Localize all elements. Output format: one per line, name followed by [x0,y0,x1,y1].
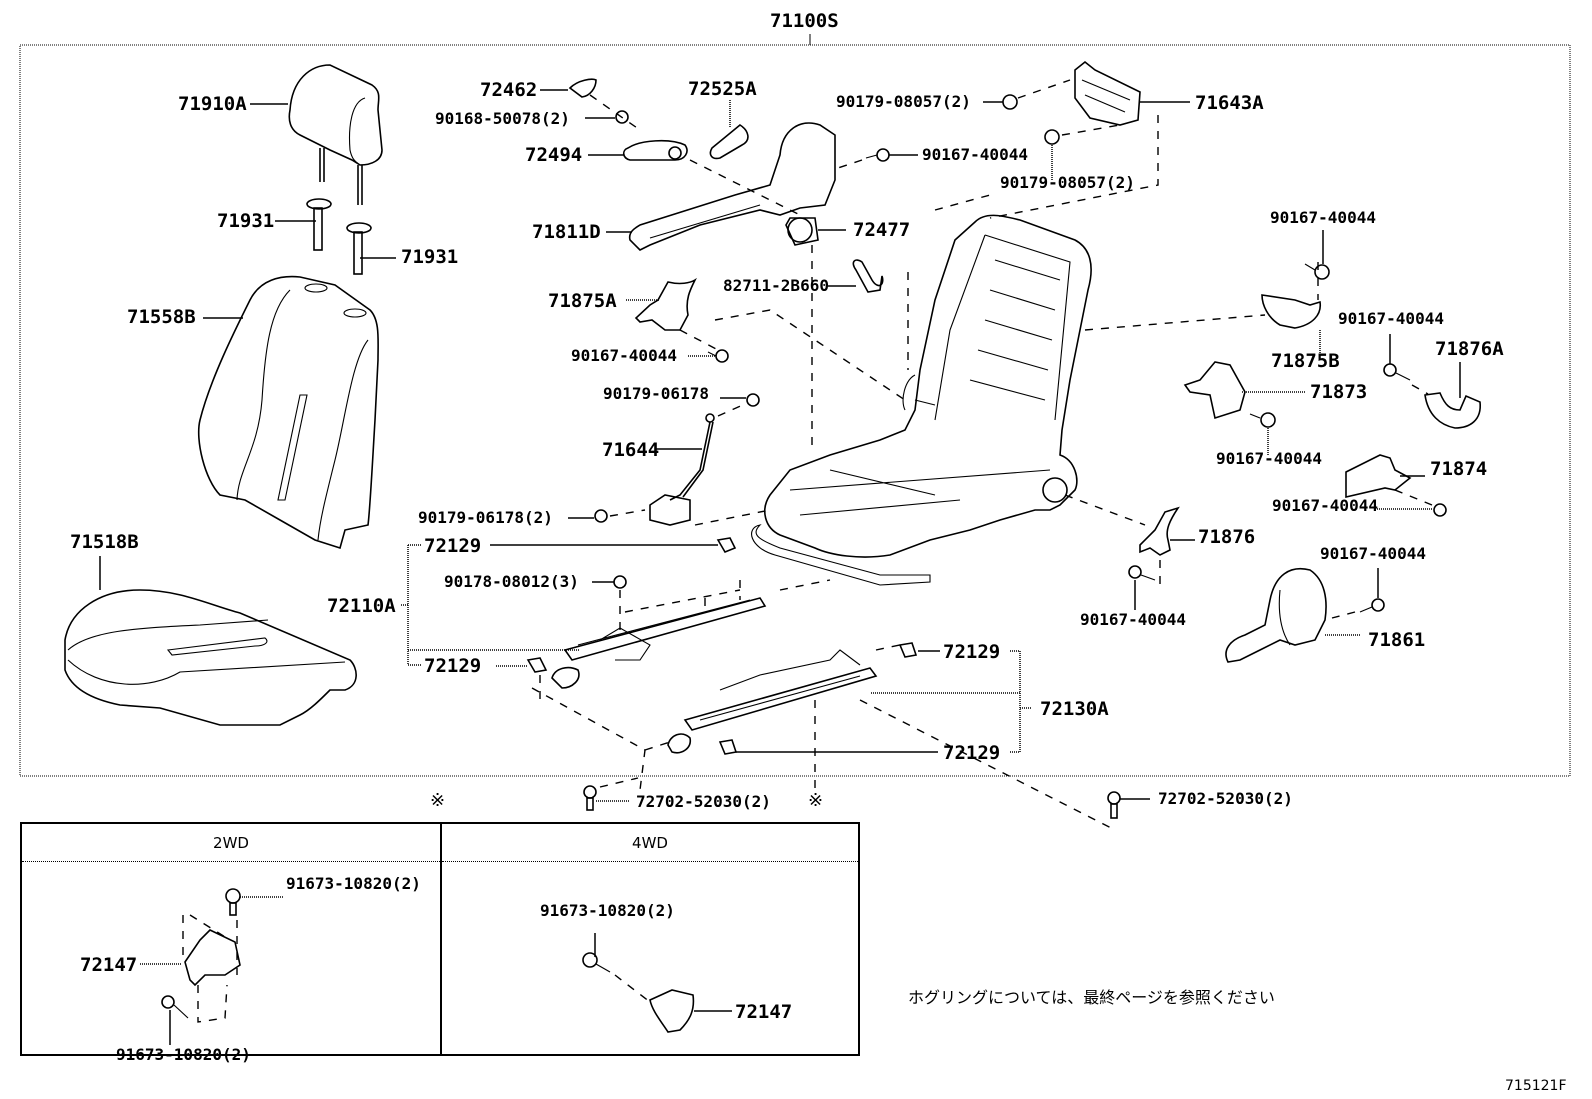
inset-header-4wd: 4WD [442,824,858,862]
drive-variant-inset: 2WD 4WD [20,822,860,1056]
label-track-72130A[interactable]: 72130A [1040,698,1109,720]
label-shield-71861[interactable]: 71861 [1368,629,1426,651]
seat-shield-part[interactable] [606,122,836,251]
clip-82711-part[interactable] [828,259,909,370]
reference-mark-left: ※ [430,790,446,811]
label-cover-72477[interactable]: 72477 [853,219,911,241]
label-screw-71875A[interactable]: 90167-40044 [571,346,677,365]
label-track-clip-r1[interactable]: 72129 [943,641,1001,663]
assembly-part-number[interactable]: 71100S [770,10,839,32]
cover-71873-part[interactable] [1183,361,1305,455]
recliner-knob-part[interactable] [540,78,801,216]
label-track-clip-top[interactable]: 72129 [424,535,482,557]
label-seatback-cover[interactable]: 71558B [127,306,196,328]
label-cushion-cover[interactable]: 71518B [70,531,139,553]
cover-72477-part[interactable] [785,217,846,445]
label-cable-71644[interactable]: 71644 [602,439,660,461]
inset-header-4wd-label: 4WD [632,834,668,852]
label-screw-r3[interactable]: 90167-40044 [1216,449,1322,468]
label-cover-71876[interactable]: 71876 [1198,526,1256,548]
cover-71876A-part[interactable] [1383,334,1481,429]
label-2wd-bolt-bottom[interactable]: 91673-10820(2) [116,1045,251,1064]
label-track-72110A[interactable]: 72110A [327,595,396,617]
label-screw-r1[interactable]: 90167-40044 [1270,208,1376,227]
cover-71876-part[interactable] [1128,506,1195,610]
screw-top-part[interactable] [837,148,918,169]
headrest-part[interactable] [250,64,383,205]
label-4wd-bracket[interactable]: 72147 [735,1001,793,1023]
inset-header-2wd: 2WD [22,824,440,862]
label-cover-71876A[interactable]: 71876A [1435,338,1504,360]
bolt-right-part[interactable] [1107,791,1150,819]
label-nut-71644-2[interactable]: 90179-06178(2) [418,508,553,527]
bracket-71643A-part[interactable] [983,60,1190,219]
shield-71875A-part[interactable] [626,277,729,363]
hog-ring-note: ホグリングについては、最終ページを参照ください [908,988,1275,1007]
label-headrest[interactable]: 71910A [178,93,247,115]
guide-line [1064,494,1146,526]
bracket-72147-2wd-part[interactable] [140,888,284,1045]
label-screw-r5[interactable]: 90167-40044 [1080,610,1186,629]
label-shield[interactable]: 71811D [532,221,601,243]
headrest-support-part[interactable] [275,198,396,275]
label-clip-82711[interactable]: 82711-2B660 [723,276,829,295]
label-shield-71875B[interactable]: 71875B [1271,350,1340,372]
label-screw-r4[interactable]: 90167-40044 [1272,496,1378,515]
label-track-clip-bottom[interactable]: 72129 [424,655,482,677]
seat-frame-part[interactable] [751,214,1092,586]
bracket-72147-4wd-part[interactable] [582,933,732,1033]
label-cover-71874[interactable]: 71874 [1430,458,1488,480]
label-4wd-bolt[interactable]: 91673-10820(2) [540,901,675,920]
seat-track-72110A-part[interactable] [400,537,831,700]
label-track-clip-r2[interactable]: 72129 [943,742,1001,764]
label-nut-top-1[interactable]: 90179-08057(2) [836,92,971,111]
cover-71874-part[interactable] [1345,454,1447,517]
label-2wd-bracket[interactable]: 72147 [80,954,138,976]
label-2wd-bolt-top[interactable]: 91673-10820(2) [286,874,421,893]
label-knob-screw[interactable]: 90168-50078(2) [435,109,570,128]
reference-mark-right: ※ [808,790,824,811]
label-nut-top-2[interactable]: 90179-08057(2) [1000,173,1135,192]
lever-part[interactable] [709,100,749,160]
seatback-cover-part[interactable] [197,275,379,550]
label-bolt-left[interactable]: 72702-52030(2) [636,792,771,811]
label-screw-r6[interactable]: 90167-40044 [1320,544,1426,563]
guide-line [934,194,991,211]
illustration-id: 715121F [1505,1078,1567,1094]
label-shield-71875A[interactable]: 71875A [548,290,617,312]
cable-71644-part[interactable] [568,393,771,526]
label-cover-71873[interactable]: 71873 [1310,381,1368,403]
assembly-frame [19,44,1571,777]
cushion-cover-part[interactable] [64,556,357,726]
label-recliner-knob[interactable]: 72494 [525,144,583,166]
inset-divider [440,824,442,1054]
shield-71875B-part[interactable] [1261,230,1330,354]
shield-71861-part[interactable] [1225,568,1385,663]
label-headrest-support-2[interactable]: 71931 [401,246,459,268]
label-screw-r2[interactable]: 90167-40044 [1338,309,1444,328]
seat-track-72130A-part[interactable] [531,642,1116,831]
label-knob-cap[interactable]: 72462 [480,79,538,101]
label-bolt-right[interactable]: 72702-52030(2) [1158,789,1293,808]
label-nut-track[interactable]: 90178-08012(3) [444,572,579,591]
guide-line [1084,314,1266,331]
label-screw-top[interactable]: 90167-40044 [922,145,1028,164]
guide-line [714,309,906,401]
label-lever[interactable]: 72525A [688,78,757,100]
inset-header-2wd-label: 2WD [213,834,249,852]
label-nut-71644[interactable]: 90179-06178 [603,384,709,403]
label-bracket-71643A[interactable]: 71643A [1195,92,1264,114]
label-headrest-support-1[interactable]: 71931 [217,210,275,232]
bolt-left-part[interactable] [583,777,639,811]
